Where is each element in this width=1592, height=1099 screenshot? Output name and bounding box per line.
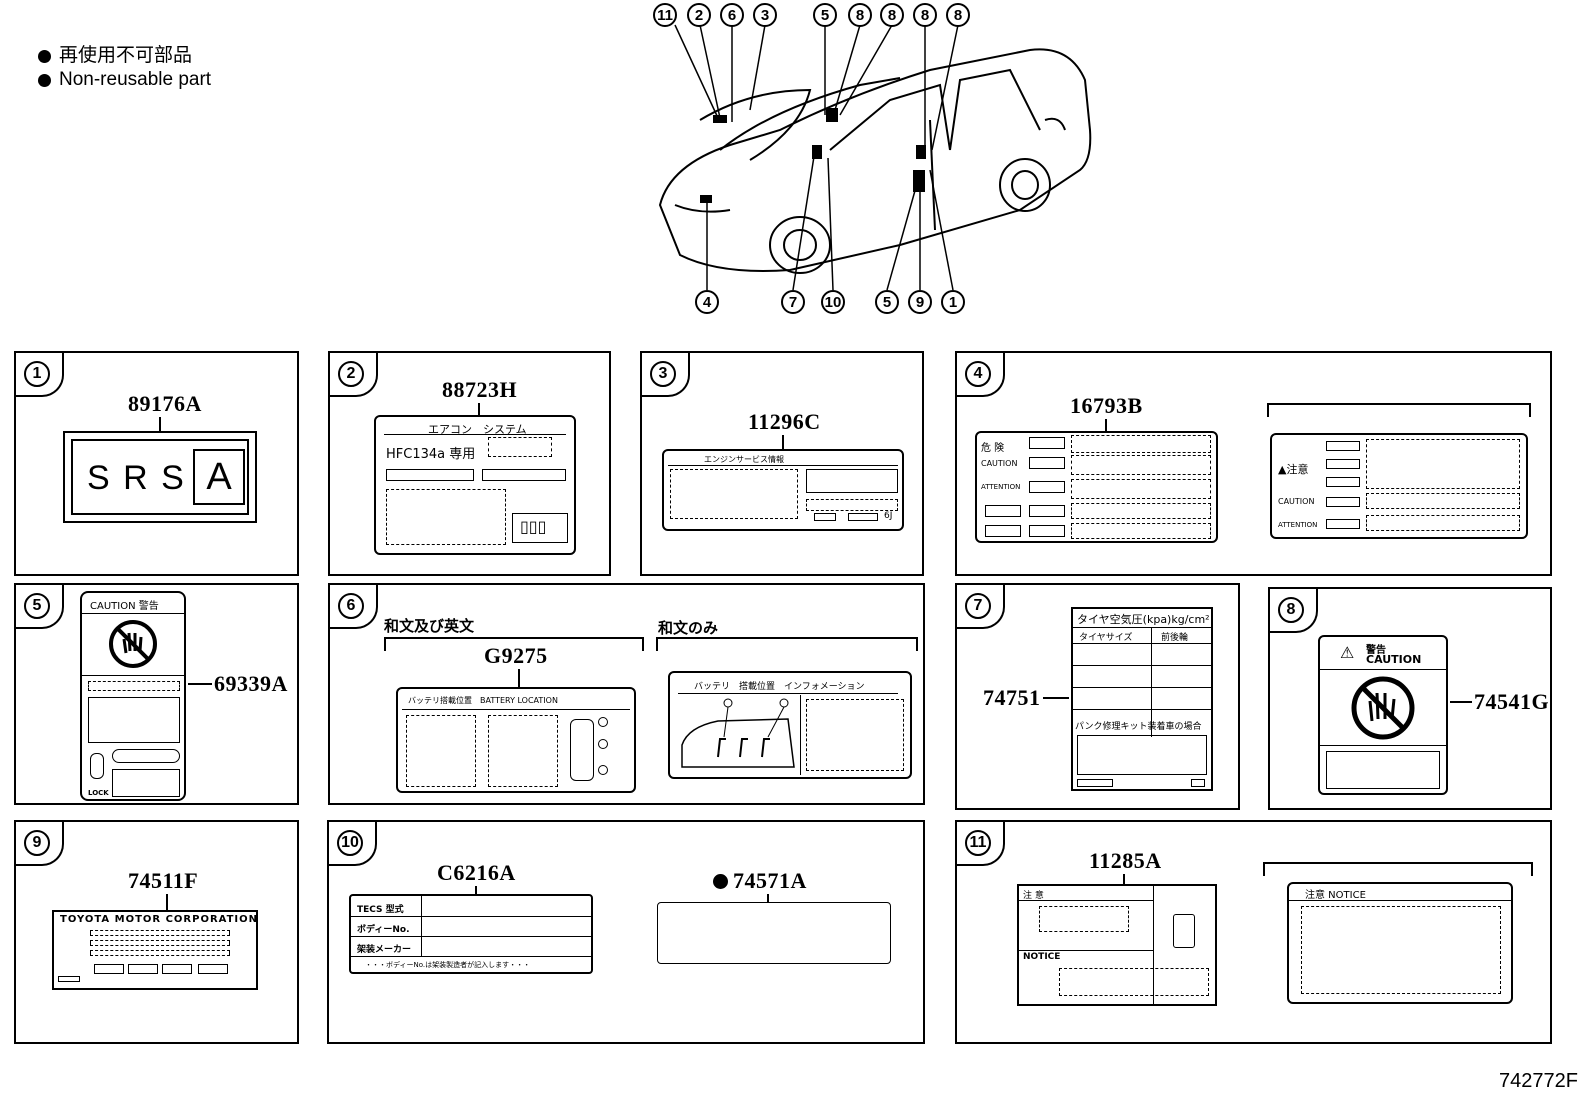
callout-8: 8	[848, 3, 872, 27]
callout-6: 6	[720, 3, 744, 27]
part-number: 74511F	[128, 868, 199, 893]
notice-label-left: 注 意 NOTICE	[1017, 884, 1217, 1006]
callout-8: 8	[913, 3, 937, 27]
part-number: 89176A	[128, 391, 202, 416]
vin-plate: TOYOTA MOTOR CORPORATION	[52, 910, 258, 990]
warning-label-right: ▲注意 CAUTION ATTENTION	[1270, 433, 1528, 539]
panel-5: 5 CAUTION 警告 LOCK 69339A	[14, 583, 299, 805]
non-reusable-marker	[713, 874, 728, 889]
part-number: 11296C	[748, 409, 821, 434]
legend-en: Non-reusable part	[38, 68, 211, 92]
no-hand-icon	[1351, 676, 1415, 740]
panel-6: 6 和文及び英文 和文のみ G9275 バッテリ搭載位置 BATTERY LOC…	[328, 583, 925, 805]
panel-1: 1 89176A S R S A	[14, 351, 299, 576]
callout-9: 9	[908, 290, 932, 314]
battery-label-japanese: バッテリ 搭載位置 インフォメーション	[668, 671, 912, 779]
callout-8: 8	[946, 3, 970, 27]
no-hand-icon	[109, 620, 157, 668]
part-number: 74751	[983, 685, 1041, 710]
part-number-a: C6216A	[437, 860, 516, 885]
vehicle-overview	[600, 0, 1120, 330]
panel-7: 7 74751 タイヤ空気圧(kpa)kg/cm² タイヤサイズ 前後輪 パンク…	[955, 583, 1240, 810]
callout-5: 5	[813, 3, 837, 27]
srs-label: S R S A	[63, 431, 257, 523]
panel-number: 11	[965, 830, 991, 856]
vehicle-illustration	[658, 24, 1092, 291]
body-number-label: TECS 型式 ボディーNo. 架装メーカー ・・・ボディーNo.は架装製造者が…	[349, 894, 593, 974]
panel-number: 1	[24, 361, 50, 387]
part-number: 74541G	[1474, 689, 1550, 714]
panel-10: 10 C6216A TECS 型式 ボディーNo. 架装メーカー ・・・ボディー…	[327, 820, 925, 1044]
panel-2: 2 88723H エアコン システム HFC134a 専用 ▯▯▯	[328, 351, 611, 576]
panel-8: 8 ⚠ 警告 CAUTION 74541G	[1268, 587, 1552, 810]
panel-tab: 4	[957, 353, 1005, 397]
caution-label: ⚠ 警告 CAUTION	[1318, 635, 1448, 795]
aircon-label: エアコン システム HFC134a 専用 ▯▯▯	[374, 415, 576, 555]
panel-9: 9 74511F TOYOTA MOTOR CORPORATION	[14, 820, 299, 1044]
tire-pressure-label: タイヤ空気圧(kpa)kg/cm² タイヤサイズ 前後輪 パンク修理キット装着車…	[1071, 607, 1213, 791]
panel-11: 11 11285A 注 意 NOTICE 注意 NOTICE	[955, 820, 1552, 1044]
bullet-icon	[38, 49, 51, 63]
legend-ja: 再使用不可部品	[38, 44, 211, 68]
callout-5: 5	[875, 290, 899, 314]
panel-tab: 6	[330, 585, 378, 629]
panel-number: 6	[338, 593, 364, 619]
callout-7: 7	[781, 290, 805, 314]
heading-japanese-only: 和文のみ	[658, 619, 719, 637]
callout-1: 1	[941, 290, 965, 314]
panel-tab: 1	[16, 353, 64, 397]
heading-bilingual: 和文及び英文	[384, 617, 475, 635]
vehicle-seat-icon	[681, 698, 795, 768]
bullet-icon	[38, 73, 51, 87]
panel-number: 3	[650, 361, 676, 387]
callout-11: 11	[653, 3, 677, 27]
warning-label-left: 危 険 CAUTION ATTENTION	[975, 431, 1218, 543]
panel-tab: 3	[642, 353, 690, 397]
part-number-b: 74571A	[733, 868, 807, 893]
panel-number: 2	[338, 361, 364, 387]
panel-tab: 8	[1270, 589, 1318, 633]
callout-4: 4	[695, 290, 719, 314]
part-number: 11285A	[1089, 848, 1162, 873]
battery-label-bilingual: バッテリ搭載位置 BATTERY LOCATION	[396, 687, 636, 793]
callout-10: 10	[821, 290, 845, 314]
notice-label-right: 注意 NOTICE	[1287, 882, 1513, 1004]
panel-tab: 5	[16, 585, 64, 629]
srs-text: S R S	[87, 459, 186, 497]
engine-service-label: エンジンサービス情報 6J	[662, 449, 904, 531]
srs-letter: A	[193, 449, 245, 505]
part-number: 88723H	[442, 377, 518, 402]
panel-tab: 7	[957, 585, 1005, 629]
blank-label	[657, 902, 891, 964]
panel-tab: 2	[330, 353, 378, 397]
callout-3: 3	[753, 3, 777, 27]
warning-triangle-icon: ⚠	[1340, 643, 1355, 662]
panel-number: 4	[965, 361, 991, 387]
panel-tab: 9	[16, 822, 64, 866]
panel-number: 8	[1278, 597, 1304, 623]
legend: 再使用不可部品 Non-reusable part	[38, 44, 211, 92]
caution-label: CAUTION 警告 LOCK	[80, 591, 186, 801]
part-number: 69339A	[214, 671, 288, 696]
figure-code: 742772F	[1499, 1070, 1578, 1092]
part-number: G9275	[484, 643, 548, 668]
panel-tab: 10	[329, 822, 377, 866]
caution-header: CAUTION 警告	[90, 601, 159, 612]
panel-3: 3 11296C エンジンサービス情報 6J	[640, 351, 924, 576]
panel-4: 4 16793B 危 険 CAUTION ATTENTION ▲注意 CAUTI…	[955, 351, 1552, 576]
panel-number: 7	[965, 593, 991, 619]
panel-number: 9	[24, 830, 50, 856]
panel-number: 5	[24, 593, 50, 619]
panel-tab: 11	[957, 822, 1005, 866]
callout-8: 8	[880, 3, 904, 27]
panel-number: 10	[337, 830, 363, 856]
part-number: 16793B	[1070, 393, 1143, 418]
callout-2: 2	[687, 3, 711, 27]
